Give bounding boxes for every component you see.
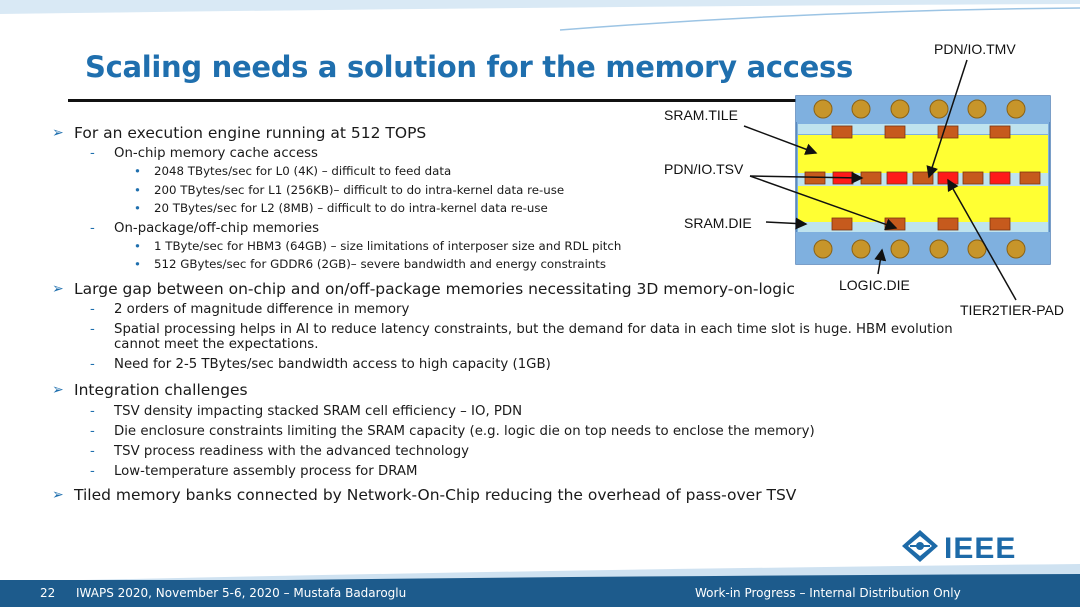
dot-icon: • (134, 201, 141, 215)
sram-tile-upper (798, 135, 1048, 173)
ieee-logo-text: IEEE (944, 532, 1016, 564)
top-decoration (0, 0, 1080, 31)
bullet-list: ➢ For an execution engine running at 512… (52, 124, 982, 505)
subbullet-text: TSV density impacting stacked SRAM cell … (114, 403, 523, 419)
dash-icon: - (90, 220, 95, 236)
subbullet-text: Die enclosure constraints limiting the S… (114, 423, 815, 439)
subbullet: - On-package/off-chip memories (52, 220, 982, 237)
sub-subbullet-text: 20 TBytes/sec for L2 (8MB) – difficult t… (154, 201, 548, 215)
dash-icon: - (90, 443, 95, 459)
page-number: 22 (40, 586, 56, 600)
title-underline (68, 99, 858, 102)
tsv-blocks-lower (831, 217, 1011, 231)
dot-icon: • (134, 164, 141, 178)
dash-icon: - (90, 423, 95, 439)
arrow-bullet-icon: ➢ (52, 486, 64, 503)
bullet-text: For an execution engine running at 512 T… (74, 124, 427, 142)
tier-row (798, 183, 1048, 187)
bullet-integration-challenges: ➢ Integration challenges (52, 381, 982, 400)
bullet-memory-gap: ➢ Large gap between on-chip and on/off-p… (52, 280, 982, 299)
sub-subbullet-text: 512 GBytes/sec for GDDR6 (2GB)– severe b… (154, 257, 606, 271)
dash-icon: - (90, 321, 95, 337)
sub-subbullet-text: 2048 TBytes/sec for L0 (4K) – difficult … (154, 164, 452, 178)
memory-stack-diagram: PDN/IO.TMV SRAM.TILE PDN/IO.TSV SRAM.DIE… (664, 41, 1064, 318)
subbullet: - TSV process readiness with the advanced… (52, 443, 982, 460)
dash-icon: - (90, 146, 95, 161)
subbullet: - TSV density impacting stacked SRAM cell… (52, 403, 982, 420)
dash-icon: - (90, 356, 95, 372)
label-tier2tier-pad: TIER2TIER-PAD (960, 302, 1064, 318)
dot-icon: • (134, 257, 141, 271)
subbullet-text: 2 orders of magnitude difference in memo… (114, 301, 410, 317)
bullet-text: Integration challenges (74, 380, 248, 399)
dash-icon: - (90, 403, 95, 419)
footer-bar (0, 580, 1080, 607)
subbullet: - Need for 2-5 TBytes/sec bandwidth acces… (52, 356, 982, 373)
bottom-bumps (813, 239, 1026, 259)
subbullet: - Low-temperature assembly process for DR… (52, 463, 982, 480)
sub-subbullet: • 20 TBytes/sec for L2 (8MB) – difficult … (52, 199, 982, 218)
bullet-tiled-memory: ➢ Tiled memory banks connected by Networ… (52, 486, 982, 505)
bullet-text: Large gap between on-chip and on/off-pac… (74, 279, 795, 298)
sub-subbullet-text: 200 TBytes/sec for L1 (256KB)– difficult… (154, 182, 565, 197)
bullet-execution-engine: ➢ For an execution engine running at 512… (52, 124, 982, 143)
subbullet: - 2 orders of magnitude difference in mem… (52, 301, 982, 318)
subbullet: - Spatial processing helps in AI to reduc… (52, 322, 982, 352)
sub-subbullet: • 1 TByte/sec for HBM3 (64GB) – size limi… (52, 237, 982, 256)
subbullet: - On-chip memory cache access (52, 145, 982, 162)
subbullet-text: TSV process readiness with the advanced … (114, 443, 470, 459)
ieee-logo: IEEE (902, 530, 1016, 564)
footer-right-text: Work-in Progress – Internal Distribution… (695, 586, 961, 600)
callout-arrows (743, 59, 1017, 301)
top-light-band (798, 124, 1048, 134)
arrow-bullet-icon: ➢ (52, 125, 64, 141)
top-bumps (813, 99, 1026, 119)
ieee-diamond-icon (902, 530, 938, 562)
subbullet-text: Low-temperature assembly process for DRA… (114, 463, 418, 479)
sub-subbullet: • 512 GBytes/sec for GDDR6 (2GB)– severe … (52, 255, 982, 274)
arrow-bullet-icon: ➢ (52, 280, 64, 297)
label-sram-die: SRAM.DIE (684, 215, 752, 231)
subbullet-text: Spatial processing helps in AI to reduce… (114, 321, 953, 352)
sub-subbullet: • 200 TBytes/sec for L1 (256KB)– difficul… (52, 181, 982, 200)
subbullet-text: On-chip memory cache access (114, 146, 318, 161)
label-tsv: PDN/IO.TSV (664, 161, 744, 177)
sub-subbullet-text: 1 TByte/sec for HBM3 (64GB) – size limit… (154, 238, 622, 253)
footer-left-text: IWAPS 2020, November 5-6, 2020 – Mustafa… (76, 586, 407, 600)
slide-title: Scaling needs a solution for the memory … (85, 50, 853, 84)
sram-die-lower (798, 186, 1048, 222)
dot-icon: • (134, 238, 141, 253)
subbullet-text: Need for 2-5 TBytes/sec bandwidth access… (114, 356, 551, 372)
label-sram-tile: SRAM.TILE (664, 107, 738, 123)
label-tmv: PDN/IO.TMV (934, 41, 1016, 57)
dot-icon: • (134, 182, 141, 197)
subbullet-text: On-package/off-chip memories (114, 220, 319, 236)
bullet-text: Tiled memory banks connected by Network-… (74, 485, 797, 504)
label-logic-die: LOGIC.DIE (839, 277, 910, 293)
arrow-bullet-icon: ➢ (52, 381, 64, 398)
bottom-light-band (798, 222, 1048, 232)
dash-icon: - (90, 301, 95, 317)
dash-icon: - (90, 463, 95, 479)
sub-subbullet: • 2048 TBytes/sec for L0 (4K) – difficult… (52, 162, 982, 181)
subbullet: - Die enclosure constraints limiting the … (52, 423, 982, 440)
